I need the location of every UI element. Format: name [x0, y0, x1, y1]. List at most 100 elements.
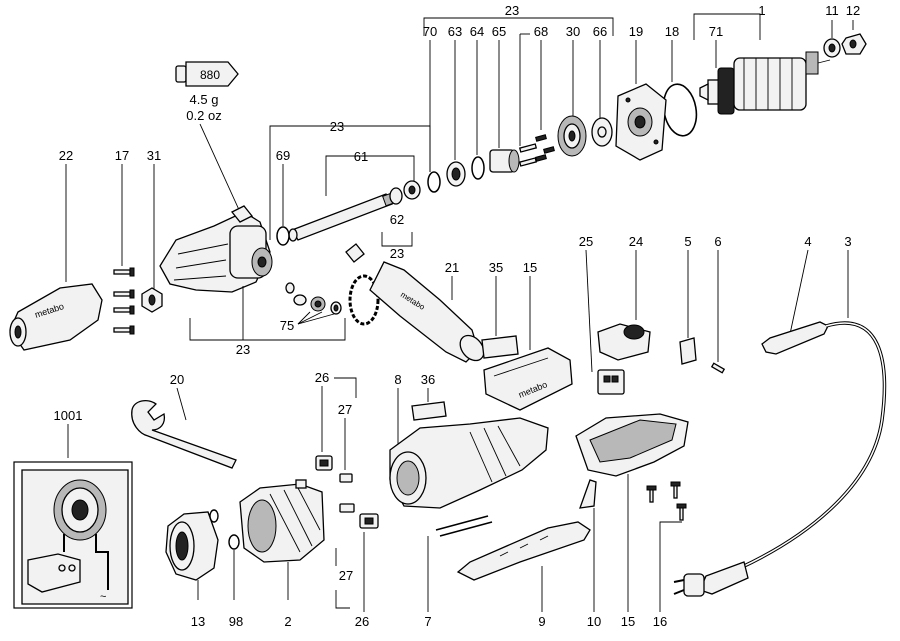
bracket-23-low: 23 — [189, 286, 346, 357]
o-ring-98-a — [209, 509, 219, 523]
label-36 — [411, 401, 447, 421]
callout-64: 64 — [470, 24, 484, 39]
callout-22: 22 — [59, 148, 73, 163]
callout-26-low: 26 — [355, 614, 369, 629]
electronics-24 — [597, 323, 651, 361]
callout-11: 11 — [825, 3, 839, 18]
o-ring-69 — [276, 226, 290, 246]
callout-21: 21 — [445, 260, 459, 275]
side-handle-21: metabo — [345, 243, 485, 363]
callout-19: 19 — [629, 24, 643, 39]
carbon-brush-27-top — [339, 473, 353, 483]
carbon-brush-27-low — [339, 503, 355, 513]
callout-61: 61 — [354, 149, 368, 164]
bracket-26-27-top: 26 27 — [315, 370, 357, 470]
callout-2: 2 — [284, 614, 291, 629]
callout-26-top: 26 — [315, 370, 329, 385]
ring-70 — [427, 171, 441, 193]
callout-5: 5 — [684, 234, 691, 249]
callout-65: 65 — [492, 24, 506, 39]
grease-tube-880: 880 4.5 g 0.2 oz — [175, 61, 241, 213]
callout-63: 63 — [448, 24, 462, 39]
bearing-11 — [823, 38, 841, 58]
bracket-26-27-low: 27 — [335, 532, 365, 609]
armature-part-1 — [699, 51, 831, 115]
callout-98: 98 — [229, 614, 243, 629]
screw-6 — [710, 362, 726, 374]
callout-71: 71 — [709, 24, 723, 39]
switch-25 — [597, 369, 625, 395]
clutch-65 — [489, 149, 520, 173]
pins-68 — [518, 134, 555, 167]
callout-69: 69 — [276, 148, 290, 163]
callout-15-low: 15 — [621, 614, 635, 629]
power-cable-3 — [673, 321, 887, 597]
callout-75: 75 — [280, 318, 294, 333]
callout-8: 8 — [394, 372, 401, 387]
stator-2 — [239, 479, 325, 600]
cover-15-top: metabo — [483, 347, 573, 411]
screws-16 — [646, 481, 687, 580]
screws-17 — [113, 267, 135, 335]
callout-18: 18 — [665, 24, 679, 39]
handle-plate-9 — [456, 521, 591, 581]
bottom-leaders — [363, 474, 661, 612]
bracket-62-23: 62 23 — [381, 212, 413, 261]
callout-35: 35 — [489, 260, 503, 275]
top-leaders — [429, 20, 854, 172]
callout-62: 62 — [390, 212, 404, 227]
callout-66: 66 — [593, 24, 607, 39]
nut-12 — [841, 33, 867, 55]
grease-amount-oz: 0.2 oz — [186, 108, 221, 123]
svg-text:~: ~ — [100, 591, 106, 603]
part-10 — [579, 479, 597, 509]
callout-6: 6 — [714, 234, 721, 249]
callout-27-low: 27 — [339, 568, 353, 583]
callout-4: 4 — [804, 234, 811, 249]
bracket-23-top: 23 — [423, 3, 614, 36]
o-ring-98 — [228, 534, 240, 550]
callout-12: 12 — [846, 3, 860, 18]
callout-1001: 1001 — [54, 408, 83, 423]
bottom-cover-15 — [575, 413, 689, 477]
grease-amount-g: 4.5 g — [190, 92, 219, 107]
brush-holder-26-top — [315, 455, 333, 471]
callout-25: 25 — [579, 234, 593, 249]
label-35 — [481, 335, 519, 359]
clamp-5 — [679, 337, 697, 365]
callout-7: 7 — [424, 614, 431, 629]
parts-75: 75 — [280, 282, 342, 333]
callout-10: 10 — [587, 614, 601, 629]
flange-13 — [165, 511, 219, 600]
callout-36: 36 — [421, 372, 435, 387]
bracket-1: 1 — [693, 3, 766, 40]
callout-27-top: 27 — [338, 402, 352, 417]
bracket-23-mid: 23 — [269, 119, 431, 240]
bearing-63 — [446, 161, 466, 187]
callout-31: 31 — [147, 148, 161, 163]
callout-3: 3 — [844, 234, 851, 249]
ring-64 — [471, 156, 485, 180]
brush-holder-26-low — [359, 513, 379, 529]
callout-16: 16 — [653, 614, 667, 629]
callout-1: 1 — [758, 3, 765, 18]
nose-cover-22: metabo — [9, 283, 103, 351]
callout-23-mid: 23 — [330, 119, 344, 134]
callout-30: 30 — [566, 24, 580, 39]
motor-housing-8 — [389, 417, 549, 509]
callout-24: 24 — [629, 234, 643, 249]
wires-7 — [435, 515, 493, 537]
gear-housing — [159, 205, 273, 293]
nut-62 — [389, 180, 421, 205]
callout-68: 68 — [534, 24, 548, 39]
callout-23-top: 23 — [505, 3, 519, 18]
callout-9: 9 — [538, 614, 545, 629]
wiring-inset-1001: ~ — [13, 461, 133, 609]
gear-30 — [557, 115, 587, 157]
callout-23-b: 23 — [390, 246, 404, 261]
spindle-61 — [288, 191, 398, 242]
bracket-61: 61 — [325, 149, 415, 196]
callout-15-top: 15 — [523, 260, 537, 275]
